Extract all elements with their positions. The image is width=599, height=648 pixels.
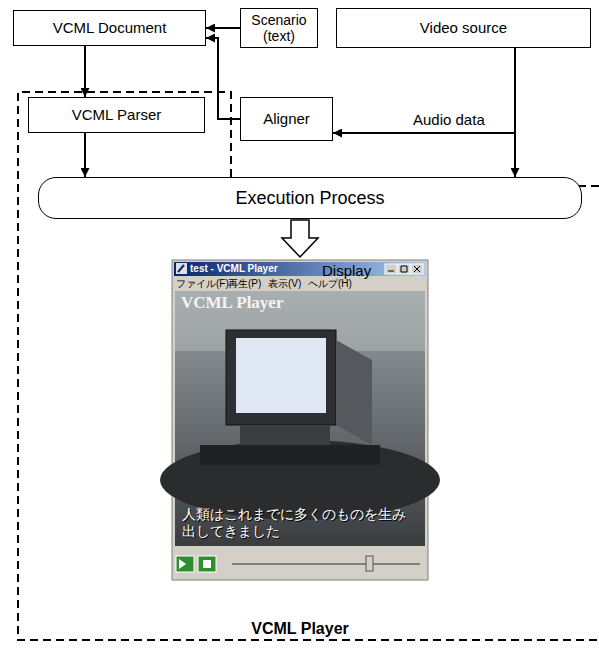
box-text: VCML Parser <box>72 106 161 123</box>
box-text: VCML Document <box>53 19 167 36</box>
connector-arrow <box>206 27 240 29</box>
player-region: VCML Player VCML ParserExecution Process <box>14 88 599 643</box>
box-text: Scenario (text) <box>241 12 317 44</box>
menu-item: 表示(V) <box>268 277 301 290</box>
edge-label: Audio data <box>411 111 487 128</box>
display-arrow <box>282 220 318 257</box>
connector-arrow <box>514 48 516 177</box>
connector-arrow <box>206 38 240 119</box>
process-box: Aligner <box>240 97 333 141</box>
process-box: Scenario (text) <box>240 8 318 48</box>
menu-item: 再生(P) <box>228 277 261 290</box>
menu-item: ファイル(F) <box>176 277 229 290</box>
region-label-holder: VCML Player <box>14 620 586 638</box>
box-text: Execution Process <box>235 188 384 209</box>
box-text: Aligner <box>263 110 310 127</box>
video-watermark: VCML Player <box>181 293 283 313</box>
connector-arrow <box>333 48 515 133</box>
process-rounded-box: Execution Process <box>38 177 582 219</box>
dashed-outline <box>14 88 599 643</box>
connector-arrow <box>84 46 86 97</box>
menu-item: ヘルプ(H) <box>308 277 352 290</box>
process-box: Video source <box>336 8 591 48</box>
box-text: Video source <box>420 19 507 36</box>
process-box: VCML Parser <box>28 97 205 133</box>
region-label: VCML Player <box>247 620 353 638</box>
subtitle-text: 人類はこれまでに多くのものを生み出してきました <box>182 506 418 540</box>
connector-arrow <box>84 133 86 177</box>
process-box: VCML Document <box>13 10 206 46</box>
arrow-label: Display <box>322 262 371 279</box>
window-title: test - VCML Player <box>190 262 278 275</box>
